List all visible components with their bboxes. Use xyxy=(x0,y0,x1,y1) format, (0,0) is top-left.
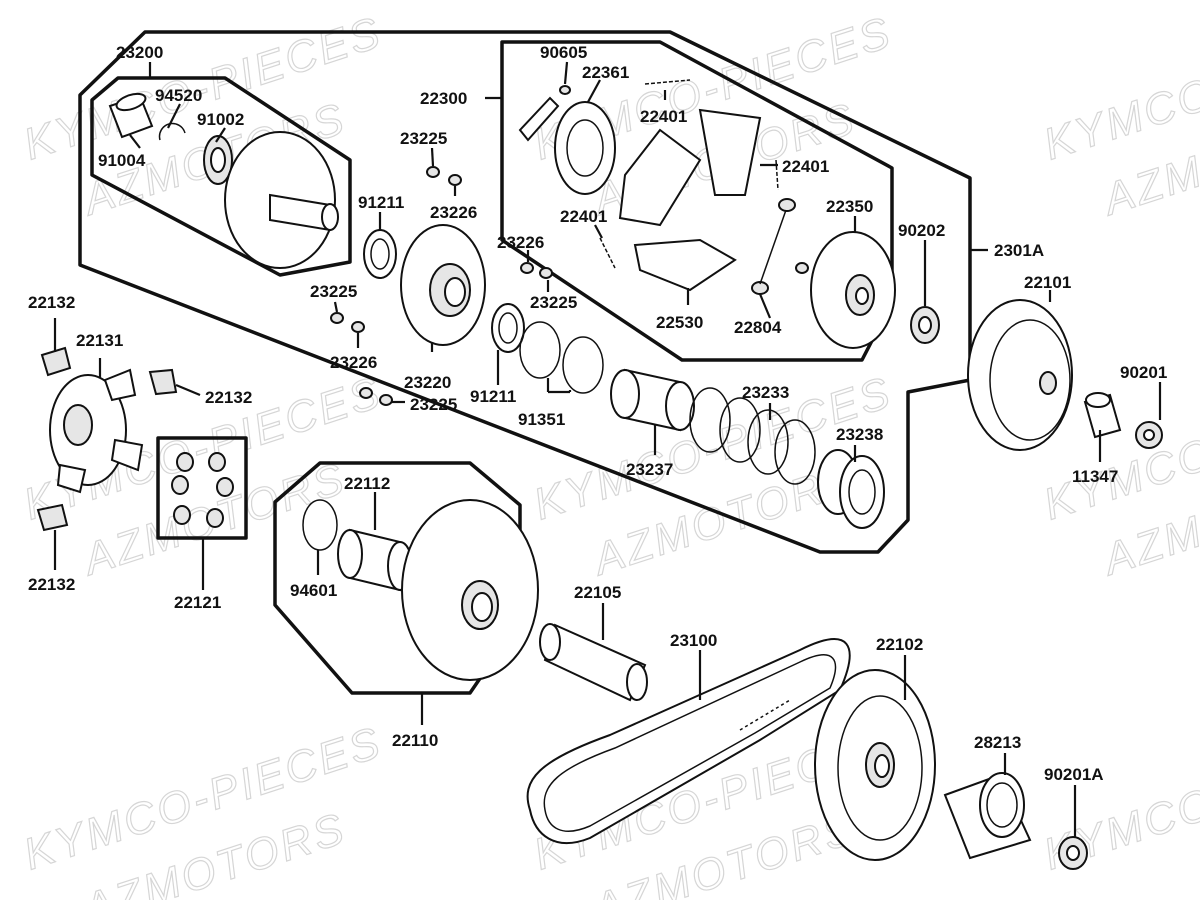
part-label-22105: 22105 xyxy=(574,583,621,602)
clutch-bell-part xyxy=(967,299,1073,451)
bolts-part xyxy=(330,166,553,406)
slider-part xyxy=(40,346,72,377)
part-label-22300: 22300 xyxy=(420,89,467,108)
part-label-22350: 22350 xyxy=(826,197,873,216)
part-label-23226: 23226 xyxy=(330,353,377,372)
part-label-11347: 11347 xyxy=(1072,467,1118,486)
part-label-23226: 23226 xyxy=(430,203,477,222)
nut-part xyxy=(1066,845,1080,861)
oil-seal-part xyxy=(498,312,518,344)
part-label-23225: 23225 xyxy=(410,395,457,414)
o-ring-part xyxy=(562,336,604,394)
part-label-22121: 22121 xyxy=(174,593,221,612)
part-label-91002: 91002 xyxy=(197,110,244,129)
part-label-94601: 94601 xyxy=(290,581,337,600)
rollers-part xyxy=(171,452,234,528)
o-ring-part xyxy=(519,321,561,379)
part-label-23200: 23200 xyxy=(116,43,163,62)
drive-face-part xyxy=(108,92,339,269)
part-label-94520: 94520 xyxy=(155,86,202,105)
watermark-text: KYMCO-PIECES xyxy=(1038,8,1200,170)
part-label-22401: 22401 xyxy=(782,157,829,176)
ramp-plate-part xyxy=(49,368,144,494)
fan-pulley-part xyxy=(814,669,936,861)
driven-face-part xyxy=(400,224,486,346)
part-label-91351: 91351 xyxy=(518,410,565,429)
part-label-23225: 23225 xyxy=(530,293,577,312)
part-label-22401: 22401 xyxy=(640,107,687,126)
part-label-22132: 22132 xyxy=(205,388,252,407)
part-label-22102: 22102 xyxy=(876,635,923,654)
group-outline-22110 xyxy=(273,461,522,695)
part-label-23226: 23226 xyxy=(497,233,544,252)
part-label-91004: 91004 xyxy=(98,151,146,170)
part-label-28213: 28213 xyxy=(974,733,1021,752)
part-labels: 23200 94520 91002 91004 23225 23226 9121… xyxy=(28,43,1167,784)
belt-part xyxy=(526,638,851,844)
part-label-90201: 90201 xyxy=(1120,363,1167,382)
oil-seal-part xyxy=(363,229,397,279)
collar-part xyxy=(610,368,695,432)
movable-drive-face-part xyxy=(302,499,539,681)
collar-28213-part xyxy=(943,772,1032,860)
part-label-23237: 23237 xyxy=(626,460,673,479)
part-label-90202: 90202 xyxy=(898,221,945,240)
part-label-22110: 22110 xyxy=(392,731,438,750)
part-label-23220: 23220 xyxy=(404,373,451,392)
spring-seat-part xyxy=(817,449,885,529)
part-label-22112: 22112 xyxy=(344,474,390,493)
part-label-22132: 22132 xyxy=(28,575,75,594)
nut-part xyxy=(1143,429,1155,441)
part-label-90201A: 90201A xyxy=(1044,765,1104,784)
nut-part xyxy=(918,316,932,334)
spring-part xyxy=(689,387,816,485)
slider-part xyxy=(36,503,69,532)
part-label-2301A: 2301A xyxy=(994,241,1044,260)
leader-lines xyxy=(53,61,1162,838)
group-outline-2301A xyxy=(78,30,972,554)
clutch-part xyxy=(518,79,896,349)
part-label-22132: 22132 xyxy=(28,293,75,312)
part-label-23100: 23100 xyxy=(670,631,717,650)
part-label-22401: 22401 xyxy=(560,207,607,226)
part-label-91211: 91211 xyxy=(358,193,404,212)
oil-seal-part xyxy=(491,303,525,353)
sleeve-part xyxy=(539,623,648,702)
part-label-22101: 22101 xyxy=(1024,273,1071,292)
part-label-22361: 22361 xyxy=(582,63,629,82)
group-outline-23200 xyxy=(90,76,352,277)
part-label-22530: 22530 xyxy=(656,313,703,332)
part-label-23233: 23233 xyxy=(742,383,789,402)
part-label-23225: 23225 xyxy=(400,129,447,148)
part-label-90605: 90605 xyxy=(540,43,587,62)
part-label-22804: 22804 xyxy=(734,318,782,337)
oil-seal-part xyxy=(370,238,390,270)
part-label-23225: 23225 xyxy=(310,282,357,301)
slider-part xyxy=(148,368,178,396)
part-label-22131: 22131 xyxy=(76,331,123,350)
bearing-part xyxy=(1085,392,1111,408)
part-label-91211: 91211 xyxy=(470,387,516,406)
part-label-23238: 23238 xyxy=(836,425,883,444)
